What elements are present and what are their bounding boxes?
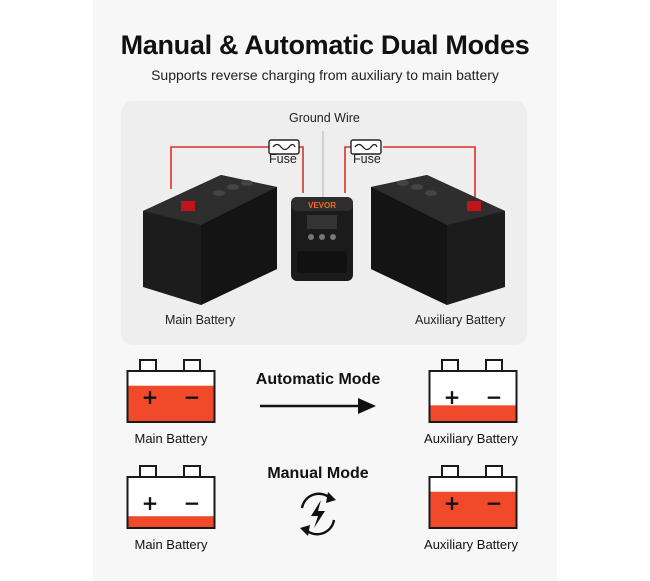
fuse-left-icon [268, 139, 300, 155]
isolator-brand: VEVOR [308, 201, 336, 210]
aux-battery-photo-label: Auxiliary Battery [415, 313, 506, 327]
main-battery-auto-label: Main Battery [134, 431, 208, 446]
battery-charge-fill [128, 385, 214, 421]
battery-terminal-right [183, 359, 201, 372]
fuse-right-icon [350, 139, 382, 155]
plus-icon: + [142, 385, 159, 409]
product-photo: VEVOR Ground Wire Fuse Fuse Main Battery… [121, 101, 527, 345]
page-subtitle: Supports reverse charging from auxiliary… [151, 67, 499, 83]
ground-wire-label: Ground Wire [289, 111, 360, 125]
battery-icon-main-manual: + − [126, 465, 216, 529]
wire-left-top [170, 146, 269, 189]
fuse-right-label: Fuse [353, 152, 381, 166]
lightning-bolt-icon [311, 500, 325, 528]
battery-terminal-right [183, 465, 201, 478]
battery-terminal-left [139, 359, 157, 372]
plus-icon: + [444, 385, 461, 409]
aux-battery-image [371, 175, 505, 305]
minus-icon: − [184, 385, 201, 409]
wiring-illustration: VEVOR [143, 131, 505, 305]
aux-battery-auto-label: Auxiliary Battery [424, 431, 518, 446]
plus-icon: + [444, 491, 461, 515]
main-battery-photo-label: Main Battery [165, 313, 236, 327]
battery-terminal-left [139, 465, 157, 478]
page-title: Manual & Automatic Dual Modes [120, 30, 530, 60]
battery-icon-aux-auto: + − [428, 359, 518, 423]
minus-icon: − [184, 491, 201, 515]
battery-charge-fill [430, 405, 516, 421]
battery-icon-aux-manual: + − [428, 465, 518, 529]
minus-icon: − [486, 491, 503, 515]
plus-icon: + [142, 491, 159, 515]
battery-terminal-right [485, 359, 503, 372]
isolator-device: VEVOR [291, 197, 353, 281]
aux-battery-manual-label: Auxiliary Battery [424, 537, 518, 552]
battery-terminal-right [485, 465, 503, 478]
fuse-left-label: Fuse [269, 152, 297, 166]
arrow-right-icon [260, 398, 376, 414]
battery-charge-fill [128, 516, 214, 527]
wire-right-top [383, 146, 476, 197]
manual-mode-label: Manual Mode [267, 465, 369, 482]
wire-right-down [344, 146, 351, 193]
switch-cycle-icon [300, 492, 336, 536]
main-battery-manual-label: Main Battery [134, 537, 208, 552]
automatic-mode-label: Automatic Mode [255, 371, 381, 388]
main-battery-image [143, 175, 277, 305]
battery-terminal-left [441, 465, 459, 478]
battery-charge-fill [430, 491, 516, 527]
minus-icon: − [486, 385, 503, 409]
battery-icon-main-auto: + − [126, 359, 216, 423]
wire-left-down [299, 146, 304, 193]
battery-terminal-left [441, 359, 459, 372]
